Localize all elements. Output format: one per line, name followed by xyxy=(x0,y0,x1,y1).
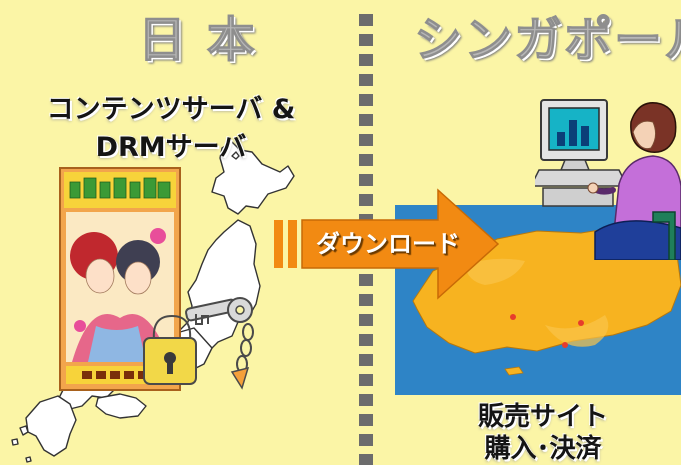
sales-site-label-line1: 販売サイト xyxy=(477,402,608,432)
arrow-tail-bar xyxy=(288,220,297,268)
server-label-line1: コンテンツサーバ & xyxy=(46,94,296,125)
download-arrow-icon xyxy=(301,188,500,300)
download-label: ダウンロード xyxy=(316,230,460,258)
singapore-heading: シンガポール xyxy=(413,12,681,69)
sales-site-label-line2: 購入･決済 xyxy=(484,434,602,464)
arrow-tail-bar xyxy=(274,220,283,268)
book-cover-icon xyxy=(59,167,181,391)
key-and-padlock-icon xyxy=(143,297,254,390)
japan-heading: 日 本 xyxy=(138,12,257,69)
computer-user-icon xyxy=(535,99,681,260)
server-label-line2: DRMサーバ xyxy=(95,132,247,163)
